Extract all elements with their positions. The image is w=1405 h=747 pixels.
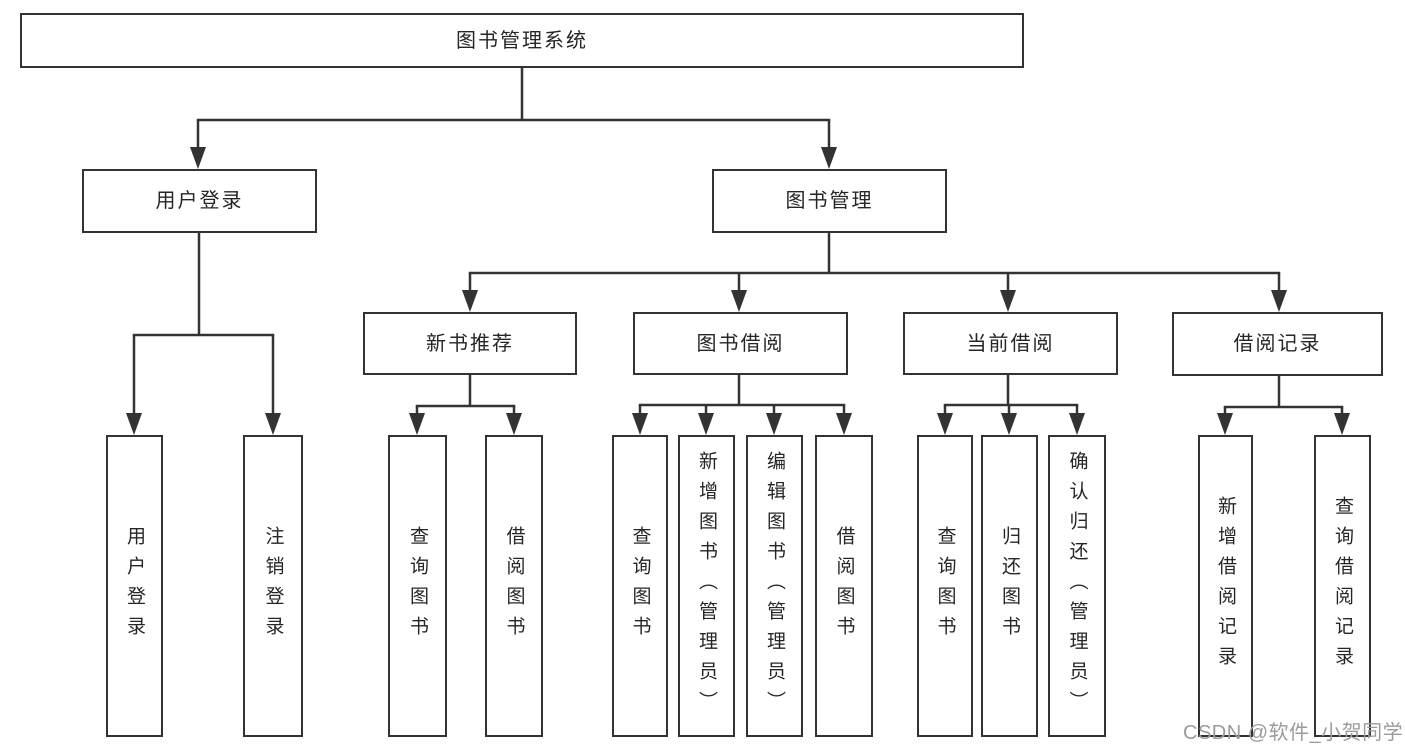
node-label: 新书推荐 (426, 332, 514, 355)
node-label: 查询图书 (407, 526, 428, 646)
leaf-query-books-3: 查询图书 (917, 435, 973, 737)
node-label: 归还图书 (999, 526, 1020, 646)
leaf-return-books: 归还图书 (981, 435, 1038, 737)
leaf-query-books-1: 查询图书 (388, 435, 447, 737)
node-new-book-recommend: 新书推荐 (363, 312, 577, 375)
node-label: 借阅图书 (503, 526, 525, 646)
leaf-borrow-books-1: 借阅图书 (485, 435, 543, 737)
node-label: 查询借阅记录 (1332, 496, 1353, 676)
leaf-confirm-return-admin: 确认归还（管理员） (1048, 435, 1106, 737)
node-label: 用户登录 (155, 190, 244, 212)
node-label: 借阅图书 (833, 526, 855, 646)
node-current-borrow: 当前借阅 (903, 312, 1118, 375)
leaf-query-books-2: 查询图书 (612, 435, 668, 737)
node-label: 新增借阅记录 (1215, 496, 1236, 676)
node-book-borrow: 图书借阅 (633, 312, 848, 375)
leaf-query-borrow-record: 查询借阅记录 (1314, 435, 1371, 737)
node-root-library-management-system: 图书管理系统 (20, 13, 1024, 68)
leaf-add-borrow-record: 新增借阅记录 (1198, 435, 1253, 737)
leaf-edit-books-admin: 编辑图书（管理员） (746, 435, 803, 737)
csdn-watermark: CSDN @软件_小贺同学 (1183, 722, 1404, 744)
node-label: 借阅记录 (1233, 333, 1322, 355)
leaf-logout: 注销登录 (243, 435, 303, 737)
node-label: 新增图书（管理员） (696, 451, 717, 721)
leaf-user-login: 用户登录 (106, 435, 163, 737)
node-label: 当前借阅 (966, 332, 1055, 355)
node-label: 用户登录 (124, 526, 145, 646)
node-label: 查询图书 (934, 526, 956, 646)
node-borrow-record: 借阅记录 (1172, 312, 1383, 376)
leaf-add-books-admin: 新增图书（管理员） (678, 435, 735, 737)
node-label: 查询图书 (629, 526, 651, 646)
node-label: 编辑图书（管理员） (764, 451, 785, 721)
node-label: 注销登录 (262, 526, 284, 646)
node-label: 图书管理系统 (456, 29, 588, 52)
node-label: 图书借阅 (696, 332, 785, 355)
node-book-management: 图书管理 (712, 169, 947, 233)
node-label: 确认归还（管理员） (1066, 451, 1088, 721)
node-user-login: 用户登录 (82, 169, 317, 233)
leaf-borrow-books-2: 借阅图书 (815, 435, 873, 737)
node-label: 图书管理 (785, 190, 874, 212)
